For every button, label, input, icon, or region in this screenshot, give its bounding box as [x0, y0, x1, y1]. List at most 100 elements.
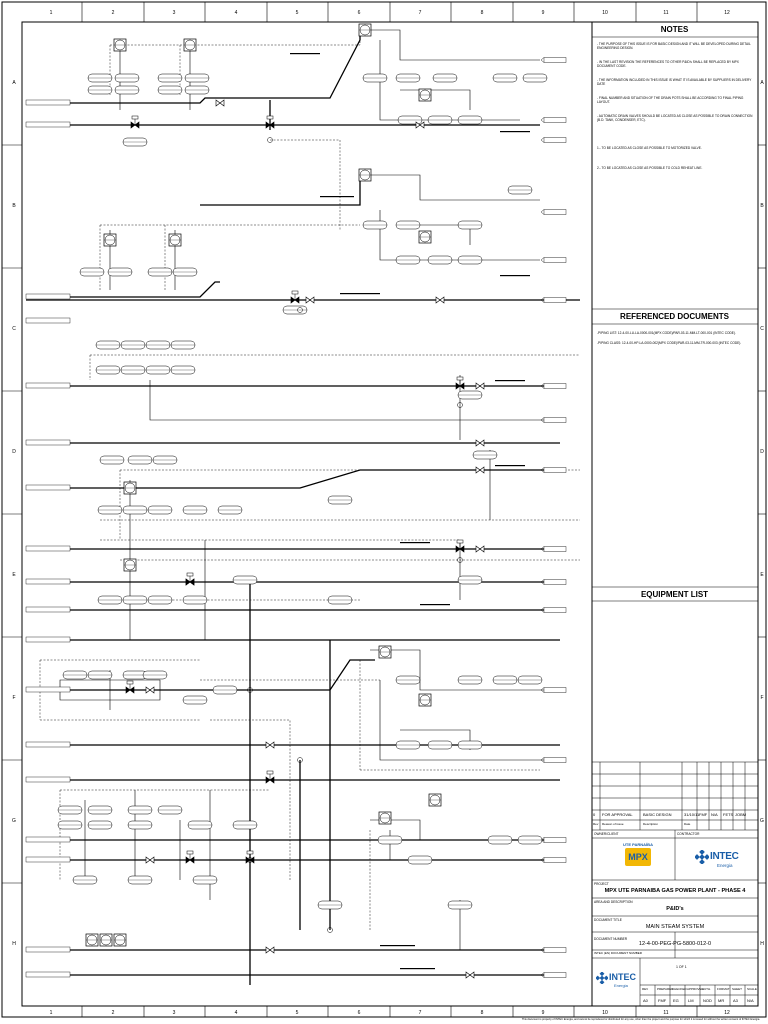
- revision-date: 31/10/11: [684, 812, 700, 817]
- note-item: 2.- TO BE LOCATED AS CLOSE AS POSSIBLE T…: [597, 166, 703, 170]
- project-name: MPX UTE PARNAIBA GAS POWER PLANT - PHASE…: [604, 888, 746, 894]
- row-label-left: B: [12, 203, 16, 209]
- contractor-label: CONTRACTOR: [677, 832, 700, 836]
- bottom-header: CHECKED: [672, 987, 687, 991]
- bottom-header: PREPARED: [657, 987, 674, 991]
- col-label-bottom: 1: [50, 1010, 53, 1016]
- col-label-bottom: 5: [296, 1010, 299, 1016]
- note-item: - THE PURPOSE OF THIS ISSUE IS FOR BASIC…: [597, 42, 751, 51]
- col-label-top: 9: [542, 10, 545, 16]
- document-number-label: DOCUMENT NUMBER: [594, 937, 628, 941]
- bottom-header: SCALE: [747, 987, 757, 991]
- contractor-logo-text: INTEC: [710, 851, 739, 862]
- col-label-top: 10: [602, 10, 608, 16]
- footer-logo-sub: Energia: [614, 983, 628, 988]
- col-label-top: 4: [235, 10, 238, 16]
- contractor-logo-sub: Energia: [717, 863, 733, 868]
- intec-diamond-icon: [695, 850, 709, 864]
- revision-checked: N/A: [711, 812, 718, 817]
- revision-drawn: FMF: [699, 812, 708, 817]
- col-label-bottom: 6: [358, 1010, 361, 1016]
- referenced-documents-title: REFERENCED DOCUMENTS: [620, 312, 729, 321]
- col-label-top: 8: [481, 10, 484, 16]
- bottom-value: EG: [673, 998, 679, 1003]
- row-label-right: A: [760, 80, 764, 86]
- bottom-value: MR: [718, 998, 725, 1003]
- bottom-value: A0: [643, 998, 648, 1003]
- col-label-bottom: 2: [112, 1010, 115, 1016]
- document-number: 12-4-00-PEG-PG-5800-012-0: [638, 941, 712, 947]
- note-item: - FINAL NUMBER AND SITUATION OF THE DRAI…: [597, 96, 744, 105]
- header-rev: Rev: [593, 822, 599, 826]
- owner-logo: UTE PARNAÍBA MPX: [618, 842, 658, 876]
- title-block-grid: [592, 761, 758, 1006]
- owner-label: OWNER/CLIENT: [594, 832, 619, 836]
- project-label: PROJECT: [594, 882, 609, 886]
- row-label-right: D: [760, 449, 764, 455]
- row-label-left: D: [12, 449, 16, 455]
- notes-title: NOTES: [660, 25, 689, 34]
- sheet-of: 1 OF 1: [676, 965, 687, 969]
- row-label-right: G: [760, 818, 764, 824]
- col-label-bottom: 9: [542, 1010, 545, 1016]
- row-labels: A B C D E F G H A B C D E F G H: [12, 80, 764, 947]
- header-status: Reason of issue: [602, 822, 624, 826]
- col-label-top: 6: [358, 10, 361, 16]
- revision-authorized: JOBM: [735, 812, 747, 817]
- destination-tags: [540, 57, 567, 978]
- bottom-header: APPROVED: [687, 987, 704, 991]
- note-item: 1.- TO BE LOCATED AS CLOSE AS POSSIBLE T…: [597, 146, 702, 150]
- footer-logo-text: INTEC: [609, 972, 636, 982]
- col-label-top: 12: [724, 10, 730, 16]
- column-labels: 1 2 3 4 5 6 7 8 9 10 11 12 1 2 3 4 5 6 7…: [50, 10, 730, 1016]
- revision-status: FOR APPROVAL: [602, 812, 633, 817]
- owner-logo-text: UTE PARNAÍBA: [623, 842, 653, 847]
- note-item: - THE INFORMATION INCLUDED IN THIS ISSUE…: [597, 78, 752, 87]
- document-title-label: DOCUMENT TITLE: [594, 918, 622, 922]
- drain-lines: [59, 29, 560, 950]
- row-label-left: H: [12, 941, 16, 947]
- drain-traps: [247, 137, 463, 933]
- row-label-right: C: [760, 326, 764, 332]
- owner-logo-mark: MPX: [625, 848, 651, 866]
- bottom-value: FMF: [658, 998, 667, 1003]
- intec-document-label: INTEC (EN) DOCUMENT NUMBER: [594, 951, 642, 955]
- row-label-left: A: [12, 80, 16, 86]
- col-label-bottom: 8: [481, 1010, 484, 1016]
- bottom-value: NOD: [703, 998, 712, 1003]
- source-tags: [25, 99, 71, 978]
- row-label-left: F: [12, 695, 15, 701]
- footer-disclaimer: This document is property of INTEC Energ…: [521, 1018, 760, 1021]
- col-label-bottom: 4: [235, 1010, 238, 1016]
- column-ticks: [81, 2, 698, 1017]
- note-item: - AUTOMATIC DRAIN VALVES SHOULD BE LOCAT…: [597, 114, 753, 123]
- document-title: MAIN STEAM SYSTEM: [645, 924, 705, 930]
- note-item: - IN THE LAST REVISION THE REFERENCES TO…: [597, 60, 739, 69]
- revision-description: BASIC DESIGN: [643, 812, 672, 817]
- intec-diamond-icon: [596, 972, 608, 984]
- equipment-list-title: EQUIPMENT LIST: [640, 590, 709, 599]
- referenced-document: -PIPING LIST: 12-4-00-LU-LA-0000-001(MPX…: [597, 331, 736, 335]
- row-ticks: [2, 144, 766, 884]
- bottom-header: REV: [642, 987, 649, 991]
- contractor-logo: INTEC Energia: [695, 842, 739, 876]
- row-label-right: H: [760, 941, 764, 947]
- line-designation-marks: [290, 53, 530, 970]
- col-label-bottom: 12: [724, 1010, 730, 1016]
- area-name: P&ID's: [666, 906, 684, 912]
- row-label-right: F: [760, 695, 763, 701]
- row-label-left: E: [12, 572, 16, 578]
- col-label-top: 3: [173, 10, 176, 16]
- revision-approved: FETS: [723, 812, 734, 817]
- col-label-bottom: 11: [663, 1010, 668, 1016]
- header-description: Description: [643, 822, 659, 826]
- row-label-left: G: [12, 818, 16, 824]
- process-diagram: [25, 23, 580, 985]
- revision-number: 0: [593, 812, 596, 817]
- col-label-top: 1: [50, 10, 53, 16]
- col-label-bottom: 3: [173, 1010, 176, 1016]
- bottom-value: N/A: [747, 998, 754, 1003]
- row-label-right: E: [760, 572, 764, 578]
- referenced-document: -PIPING CLASS: 12-4-00-HP-LA-0000-002(MP…: [597, 341, 742, 345]
